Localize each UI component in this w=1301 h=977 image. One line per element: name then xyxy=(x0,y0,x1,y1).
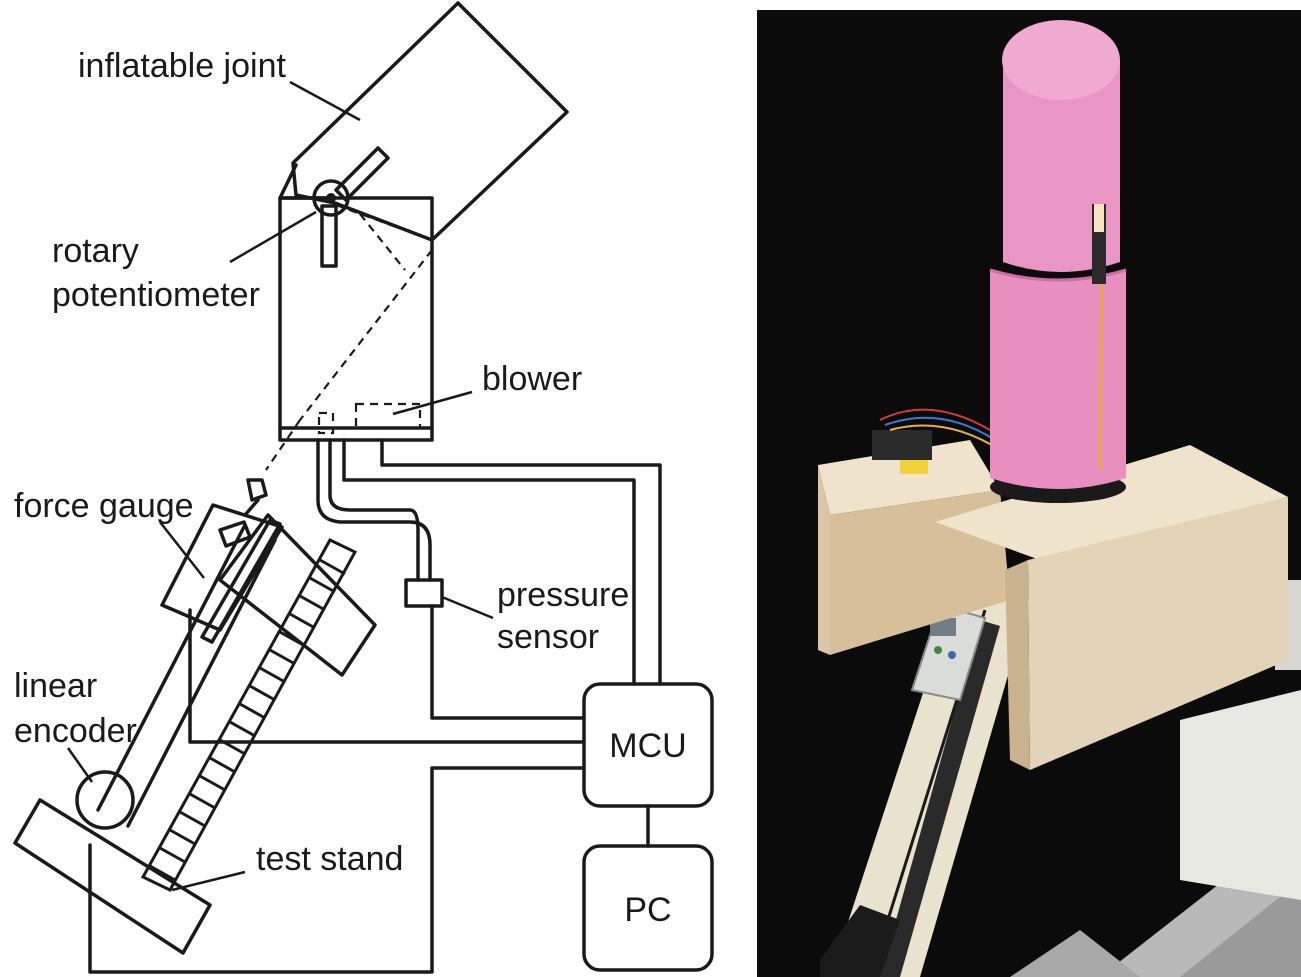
joint-body xyxy=(278,196,434,442)
photo-inflatable-cushion xyxy=(989,20,1127,503)
linear-encoder-shape xyxy=(75,770,135,830)
label-mcu: MCU xyxy=(609,727,686,765)
tube-outer xyxy=(316,438,432,582)
photo-electronics xyxy=(872,408,1001,474)
label-pc: PC xyxy=(624,891,671,929)
label-encoder: encoder xyxy=(14,712,137,750)
joint-dashed-3 xyxy=(299,249,433,421)
inlet-dashed xyxy=(317,411,335,435)
leader-inflatable-joint xyxy=(289,80,361,122)
rail-left xyxy=(96,523,247,812)
pressure-sensor-shape xyxy=(404,578,444,608)
label-blower: blower xyxy=(482,360,582,398)
label-rotary: rotary xyxy=(52,232,139,270)
rotary-potentiometer xyxy=(312,146,390,268)
label-potentiometer: potentiometer xyxy=(52,276,260,314)
leader-blower xyxy=(392,390,473,416)
label-sensor: sensor xyxy=(497,618,599,656)
joint-dashed-2 xyxy=(359,213,406,271)
rail-right xyxy=(126,538,277,828)
leader-test-stand xyxy=(171,870,246,892)
label-pressure: pressure xyxy=(497,576,629,614)
photo-force-gauge xyxy=(910,603,987,702)
wire-mcu-force-gauge xyxy=(188,608,586,744)
leader-rotary xyxy=(229,210,317,264)
carriage-block xyxy=(218,513,377,677)
photo-panel xyxy=(757,10,1301,977)
leader-force-gauge xyxy=(159,521,205,579)
label-force-gauge: force gauge xyxy=(14,487,194,525)
label-linear: linear xyxy=(14,667,97,705)
wire-blower-mcu-2 xyxy=(380,438,662,686)
force-gauge-shape xyxy=(160,478,284,644)
joint-dashed-1 xyxy=(335,203,433,242)
schematic-diagram: inflatable joint rotary potentiometer bl… xyxy=(13,1,714,974)
photo-desk xyxy=(1180,690,1301,900)
wire-mcu-base xyxy=(88,766,586,974)
base-block xyxy=(13,798,212,955)
lead-screw xyxy=(140,538,358,892)
string-dashed xyxy=(265,419,301,471)
label-test-stand: test stand xyxy=(256,840,403,878)
wire-pressure-mcu xyxy=(430,604,586,720)
label-inflatable-joint: inflatable joint xyxy=(78,47,286,85)
blower-shape xyxy=(354,402,422,430)
leader-linear-encoder xyxy=(66,747,94,783)
tube-inner xyxy=(328,438,420,582)
wire-blower-mcu-1 xyxy=(342,438,636,686)
photo-plywood-box xyxy=(818,440,1288,770)
leader-pressure xyxy=(441,595,494,620)
pc-box xyxy=(582,844,714,972)
